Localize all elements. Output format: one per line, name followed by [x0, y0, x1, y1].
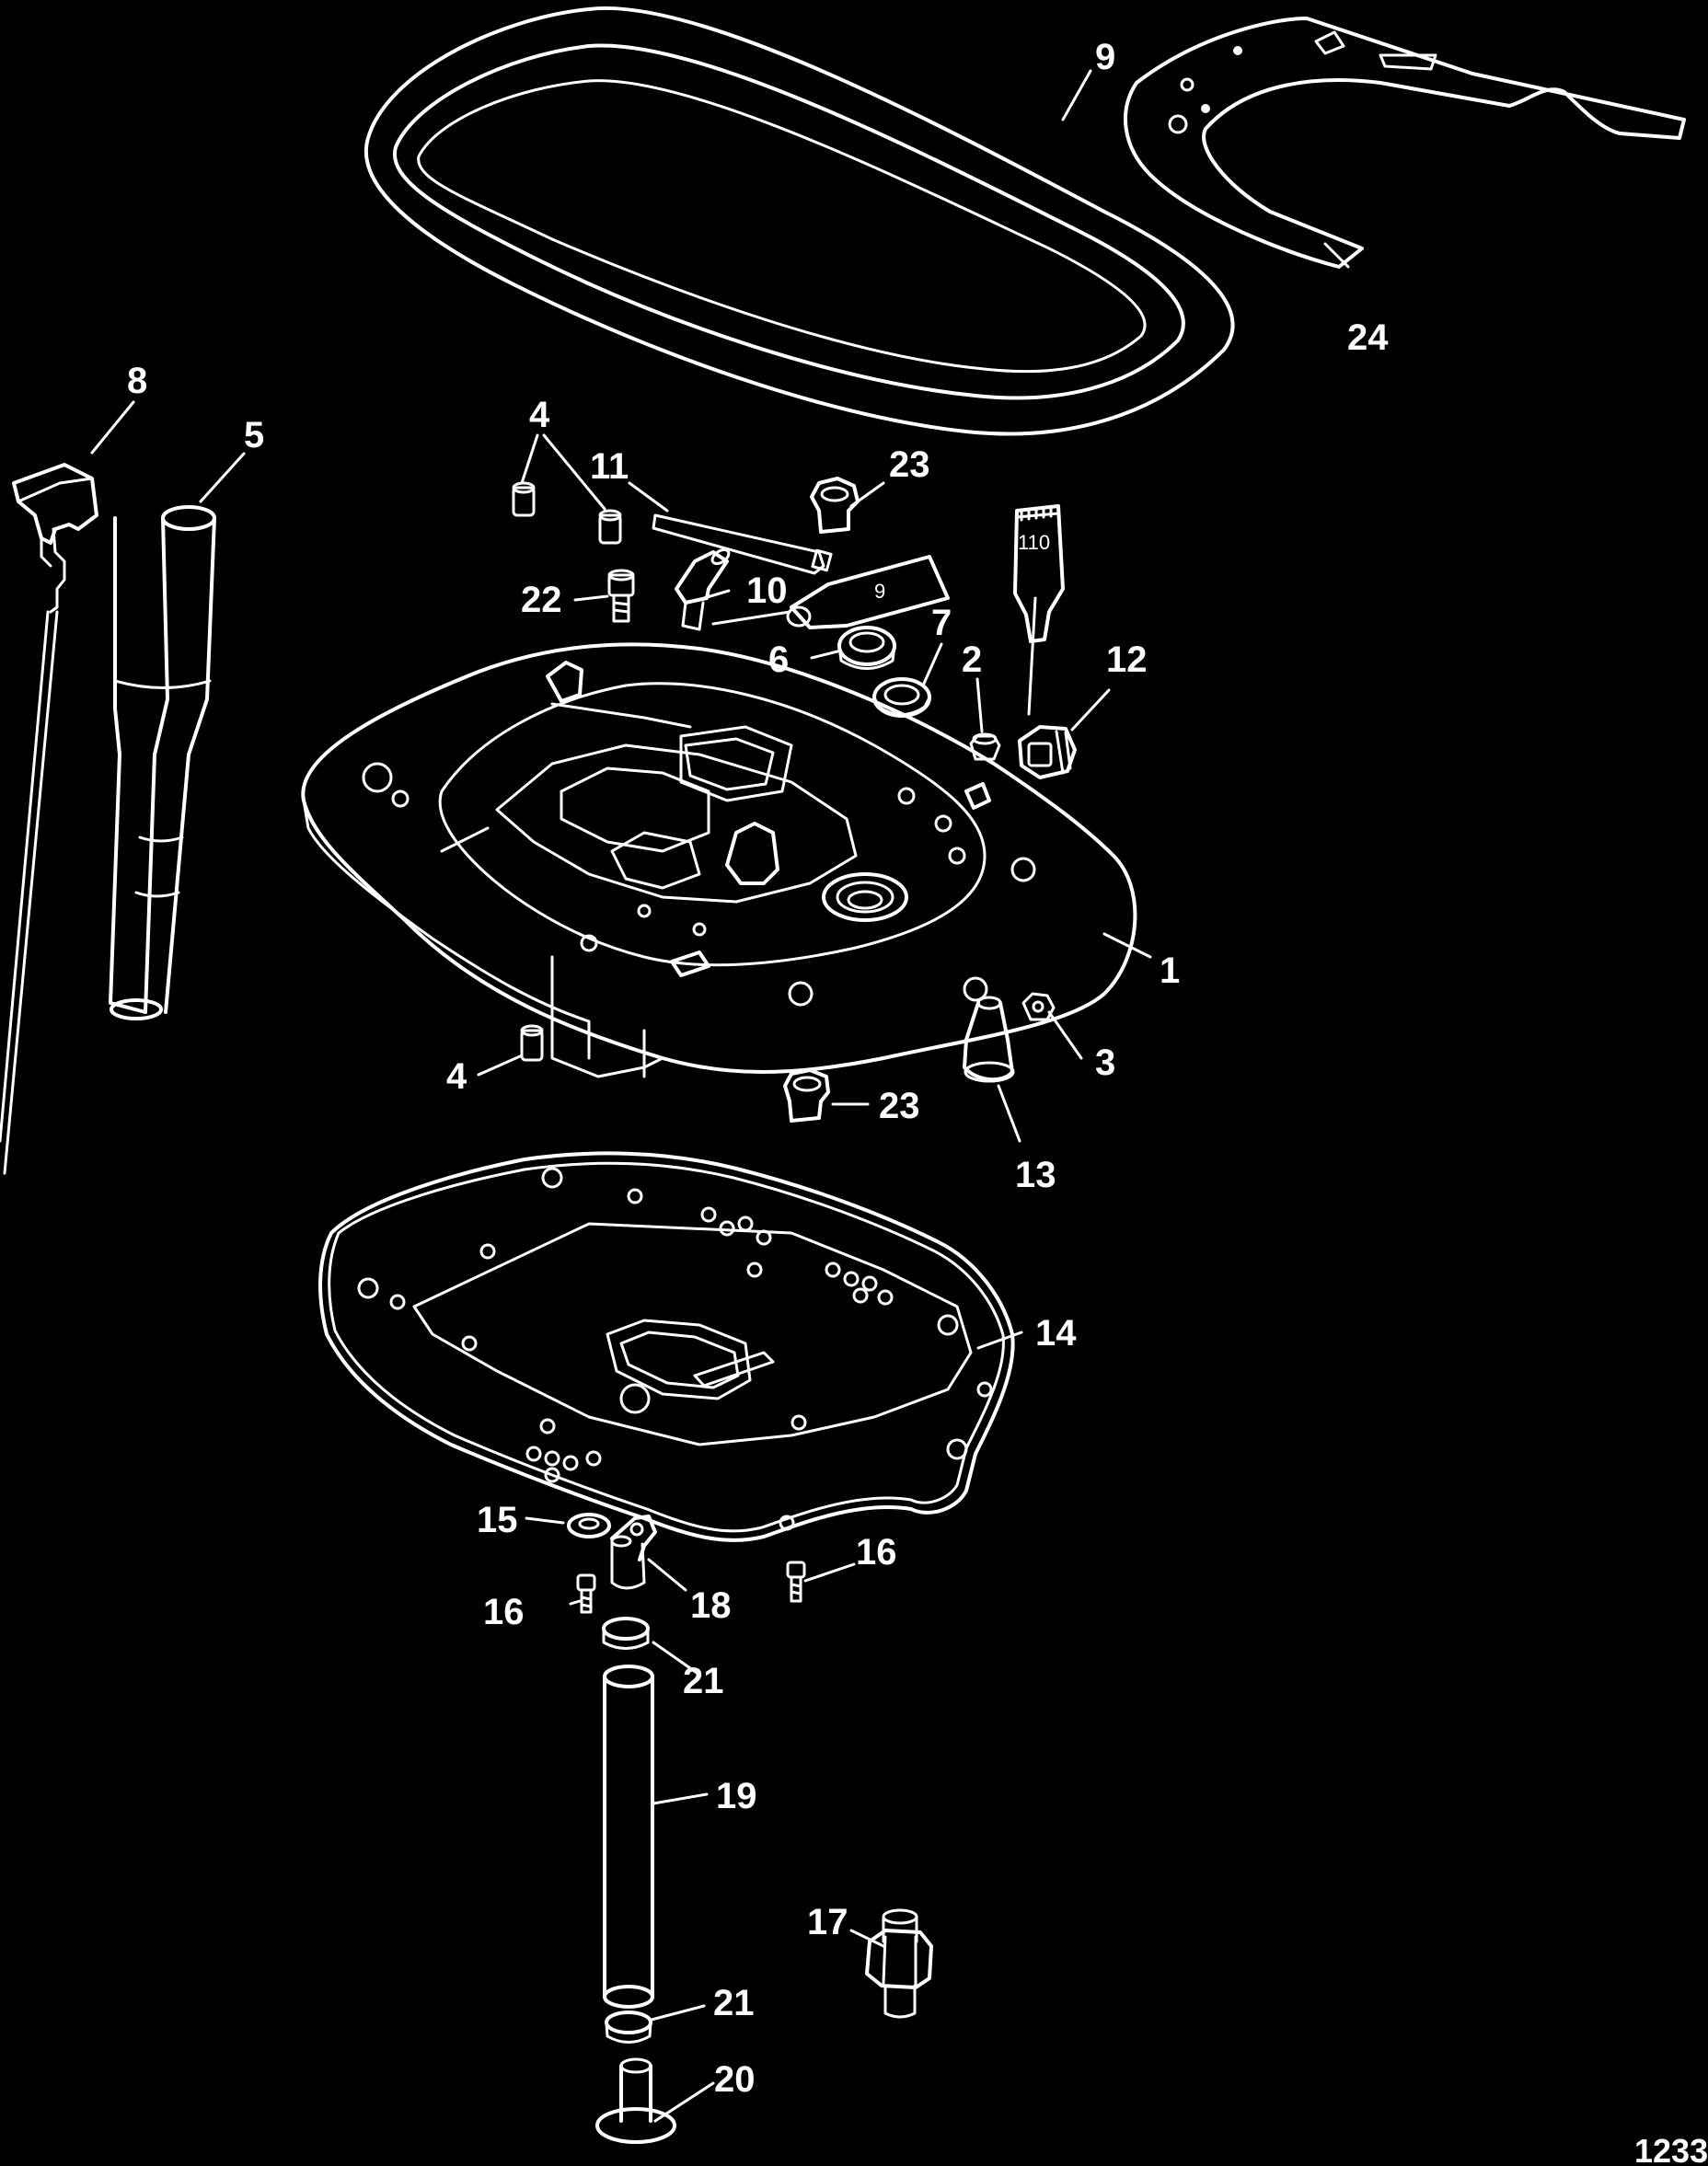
part-seal-frame: [364, 6, 1235, 436]
part-plug-2: [969, 732, 1001, 761]
callout-13: 13: [1015, 1155, 1056, 1195]
callout-4-lower: 4: [446, 1056, 467, 1097]
callout-21-lower: 21: [713, 1983, 755, 2023]
callout-9: 9: [1095, 37, 1115, 77]
callout-16-left: 16: [483, 1592, 525, 1632]
callout-24: 24: [1347, 317, 1389, 358]
part-seal-6: [837, 626, 896, 670]
part-tube-fitting: [595, 2057, 676, 2144]
part-grommet-7: [872, 677, 931, 718]
callout-6: 6: [768, 639, 789, 680]
part-screw-16-right: [786, 1561, 806, 1603]
callout-14: 14: [1035, 1313, 1077, 1354]
callout-7: 7: [931, 603, 952, 643]
callout-3: 3: [1095, 1043, 1115, 1083]
part-o-ring-15: [567, 1513, 611, 1538]
part-screw-16-left: [576, 1573, 596, 1614]
callout-16-right: 16: [856, 1532, 897, 1573]
callout-20: 20: [714, 2059, 756, 2100]
lubricant-tube-110-label: 110: [1018, 531, 1050, 554]
callout-11: 11: [590, 446, 629, 487]
part-nut-3: [1021, 992, 1056, 1021]
callout-23-lower: 23: [879, 1086, 920, 1126]
callout-1: 1: [1160, 951, 1180, 991]
callout-21-upper: 21: [683, 1661, 724, 1701]
callout-2: 2: [962, 639, 982, 680]
callout-23-upper: 23: [889, 444, 930, 485]
callout-numbers: 9 24 8 5 4 11 23 22 10 7 6 2 12 1 3 4 23…: [127, 37, 1389, 2100]
part-elbow-fitting: [675, 547, 731, 631]
callout-8: 8: [127, 361, 147, 401]
part-boot-13: [963, 996, 1015, 1083]
part-dipstick: [0, 463, 98, 1175]
part-water-tube: [603, 1665, 654, 2009]
part-screw-22: [607, 569, 635, 623]
part-tube-grommet-upper: [602, 1617, 650, 1650]
lubricant-tube-9-label: 9: [874, 580, 885, 603]
callout-12: 12: [1106, 639, 1148, 680]
figure-id: 1233: [1634, 2132, 1708, 2166]
callout-19: 19: [716, 1776, 757, 1816]
part-lubricant-tube-110: 110: [1013, 504, 1065, 643]
callout-15: 15: [477, 1500, 518, 1540]
part-grommet-12: [1018, 725, 1077, 779]
part-plug-lower: [783, 1068, 830, 1123]
part-sensor-fitting: [865, 1908, 933, 2019]
part-flange-fitting: [610, 1515, 657, 1590]
callout-10: 10: [746, 570, 788, 611]
part-lubricant-tube-9: 9: [786, 555, 950, 629]
part-adapter-plate: [301, 642, 1137, 1078]
part-bracket-plate: [1124, 17, 1686, 269]
callout-4-upper: 4: [529, 395, 550, 435]
callout-5: 5: [244, 415, 264, 455]
part-tube-grommet-lower: [605, 2010, 652, 2044]
part-dipstick-tube: [109, 505, 216, 1020]
part-dowel-pin-upper: [512, 481, 622, 545]
callout-17: 17: [807, 1902, 848, 1942]
callout-22: 22: [521, 580, 562, 620]
part-dowel-pin-lower: [520, 1024, 544, 1062]
part-gasket: [318, 1151, 1015, 1542]
callout-18: 18: [690, 1585, 732, 1626]
leader-lines: [90, 69, 1350, 2123]
part-pin-rod: [652, 513, 833, 575]
